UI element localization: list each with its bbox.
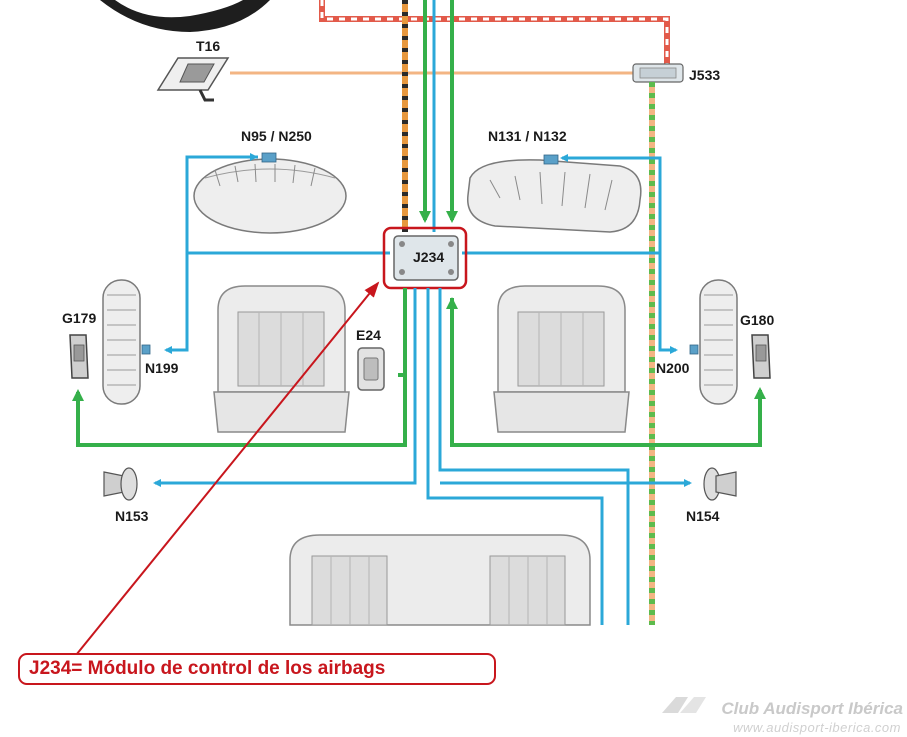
watermark-title: Club Audisport Ibérica bbox=[721, 699, 903, 718]
t16-diagnosis-connector bbox=[156, 57, 230, 102]
n153-belt-tensioner bbox=[103, 467, 138, 501]
n154-label: N154 bbox=[686, 508, 720, 524]
annotation-arrow bbox=[71, 281, 380, 661]
driver-airbag-cushion bbox=[193, 152, 347, 234]
passenger-airbag-cushion bbox=[467, 154, 642, 233]
watermark-logo bbox=[662, 697, 706, 713]
watermark-url: www.audisport-iberica.com bbox=[733, 720, 901, 735]
g179-label: G179 bbox=[62, 310, 96, 326]
n131-n132-label: N131 / N132 bbox=[488, 128, 567, 144]
right-side-airbag bbox=[689, 279, 738, 405]
j533-label: J533 bbox=[689, 67, 720, 83]
g180-crash-sensor bbox=[751, 334, 771, 379]
passenger-seat bbox=[493, 285, 630, 433]
e24-label: E24 bbox=[356, 327, 381, 343]
blue-wire-rear-2 bbox=[438, 288, 630, 625]
j234-label: J234 bbox=[413, 249, 444, 265]
rear-seat-bench bbox=[289, 534, 591, 626]
n200-label: N200 bbox=[656, 360, 690, 376]
g180-label: G180 bbox=[740, 312, 774, 328]
g179-crash-sensor bbox=[69, 334, 89, 379]
green-wire-g179 bbox=[72, 288, 407, 447]
blue-wire-n153 bbox=[153, 288, 417, 487]
steering-wheel-fragment bbox=[100, 0, 270, 32]
j234-highlight-frame bbox=[382, 226, 468, 290]
e24-belt-switch bbox=[357, 347, 385, 391]
j234-airbag-control-unit bbox=[393, 235, 459, 281]
n153-label: N153 bbox=[115, 508, 149, 524]
n95-n250-label: N95 / N250 bbox=[241, 128, 312, 144]
n199-label: N199 bbox=[145, 360, 179, 376]
t16-label: T16 bbox=[196, 38, 220, 54]
left-side-airbag bbox=[102, 279, 151, 405]
blue-wire-rear-1 bbox=[426, 288, 604, 625]
top-red-hatched-wire bbox=[319, 0, 670, 70]
annotation-caption: J234= Módulo de control de los airbags bbox=[18, 653, 496, 685]
n154-belt-tensioner bbox=[703, 467, 737, 501]
j533-gateway bbox=[632, 63, 684, 83]
driver-seat bbox=[213, 285, 350, 433]
